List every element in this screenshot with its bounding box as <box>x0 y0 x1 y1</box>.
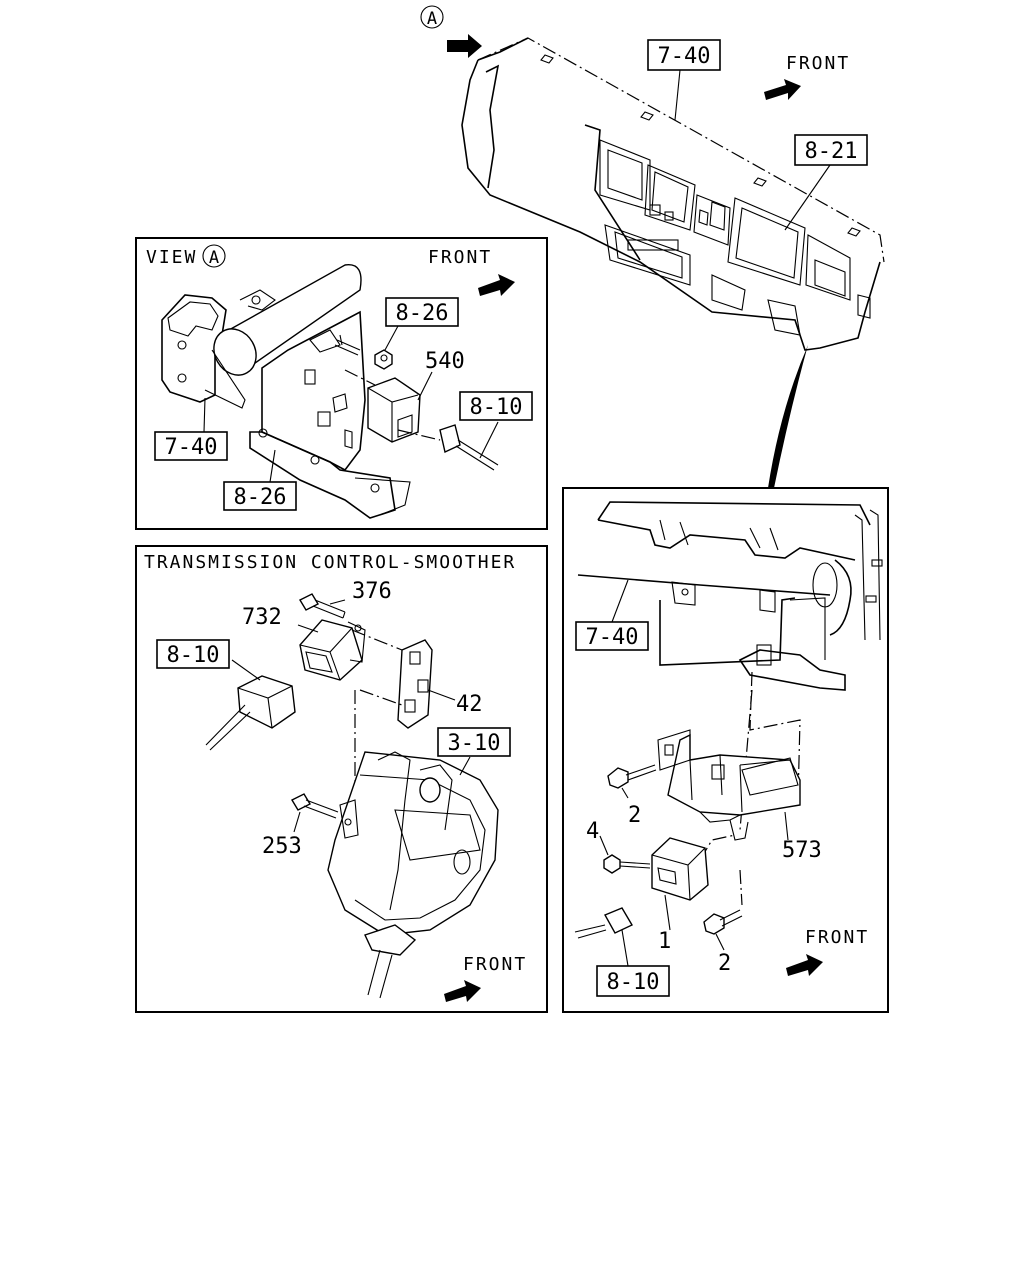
detail-pointer <box>768 345 808 488</box>
part-573-label: 573 <box>782 838 822 863</box>
svg-text:8-10: 8-10 <box>167 643 220 668</box>
view-a-panel: VIEW A FRONT <box>135 237 548 530</box>
front-label: FRONT <box>805 927 869 948</box>
svg-text:8-26: 8-26 <box>396 301 449 326</box>
svg-text:8-21: 8-21 <box>805 139 858 164</box>
part-376-label: 376 <box>352 579 392 604</box>
ref-dashboard-label: 7-40 <box>575 621 649 651</box>
svg-text:A: A <box>427 9 437 29</box>
svg-text:3-10: 3-10 <box>448 731 501 756</box>
dashboard-overview: A <box>420 5 885 488</box>
view-a-marker: A <box>420 5 444 29</box>
part-2-lower-label: 2 <box>718 951 731 976</box>
ref-dashboard-label: 7-40 <box>154 431 228 461</box>
ref-dashboard-label: 7-40 <box>647 39 721 71</box>
front-arrow-icon <box>478 274 515 296</box>
panel-title: TRANSMISSION CONTROL-SMOOTHER <box>144 552 516 573</box>
front-label-top: FRONT <box>786 53 850 74</box>
front-arrow-icon <box>444 980 481 1002</box>
svg-text:8-10: 8-10 <box>470 395 523 420</box>
ref-cluster-label: 8-21 <box>794 134 868 166</box>
dashboard-outline <box>461 37 885 351</box>
ref-shifter-label: 3-10 <box>437 727 511 757</box>
svg-text:FRONT: FRONT <box>428 247 492 268</box>
svg-text:7-40: 7-40 <box>658 44 711 69</box>
part-4-label: 4 <box>586 819 599 844</box>
svg-text:8-10: 8-10 <box>607 970 660 995</box>
ref-harness-label: 8-10 <box>156 639 230 669</box>
svg-text:8-26: 8-26 <box>234 485 287 510</box>
ref-harness-label: 8-10 <box>596 965 670 997</box>
part-42-label: 42 <box>456 692 483 717</box>
front-label: FRONT <box>463 954 527 975</box>
svg-text:A: A <box>209 248 219 268</box>
part-253-label: 253 <box>262 834 302 859</box>
svg-text:7-40: 7-40 <box>165 435 218 460</box>
part-1-label: 1 <box>658 929 671 954</box>
part-732-label: 732 <box>242 605 282 630</box>
part-2-upper-label: 2 <box>628 803 641 828</box>
detail-panel: 7-40 2 573 4 1 2 8-10 FRONT <box>562 487 889 1013</box>
front-arrow-icon <box>786 954 823 976</box>
view-arrow-icon <box>447 34 482 58</box>
ref-harness-label: 8-10 <box>459 391 533 421</box>
part-540-label: 540 <box>425 349 465 374</box>
front-arrow-icon <box>764 79 801 100</box>
ref-bracket-bottom-label: 8-26 <box>223 481 297 511</box>
svg-text:VIEW: VIEW <box>146 247 197 268</box>
transmission-panel: TRANSMISSION CONTROL-SMOOTHER <box>135 545 548 1013</box>
ref-bracket-label: 8-26 <box>385 297 459 327</box>
svg-text:7-40: 7-40 <box>586 625 639 650</box>
